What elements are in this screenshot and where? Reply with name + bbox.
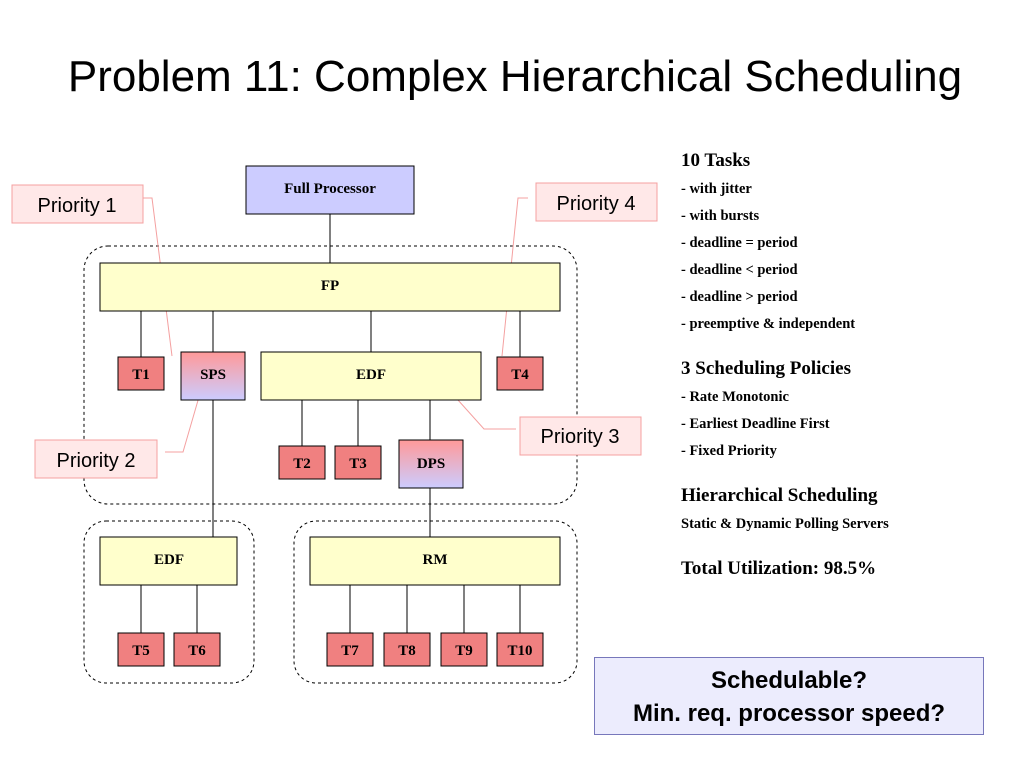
svg-text:Priority 4: Priority 4 — [557, 193, 636, 215]
node-task-t6: T6 — [173, 632, 221, 667]
svg-text:T10: T10 — [507, 643, 532, 659]
svg-text:Full Processor: Full Processor — [284, 181, 376, 197]
svg-text:FP: FP — [321, 278, 339, 294]
svg-text:T9: T9 — [455, 643, 473, 659]
node-server-dps: DPS — [398, 439, 464, 489]
node-task-t8: T8 — [383, 632, 431, 667]
svg-text:SPS: SPS — [200, 367, 226, 383]
svg-text:T7: T7 — [341, 643, 359, 659]
question-line-2: Min. req. processor speed? — [632, 700, 946, 727]
svg-text:DPS: DPS — [417, 456, 445, 472]
priority-label-1: Priority 1 — [11, 184, 144, 224]
node-task-t3: T3 — [334, 445, 382, 480]
policy-item: - Fixed Priority — [681, 443, 777, 459]
node-task-t4: T4 — [496, 356, 544, 391]
svg-text:T1: T1 — [132, 367, 150, 383]
question-line-1: Schedulable? — [710, 667, 868, 694]
priority-label-2: Priority 2 — [34, 439, 158, 479]
svg-text:EDF: EDF — [356, 367, 386, 383]
group-boundary-right — [293, 520, 578, 684]
question-box: Schedulable? Min. req. processor speed? — [594, 657, 984, 735]
hierarchical-heading: Hierarchical Scheduling — [681, 485, 878, 506]
priority-leader-lines — [143, 197, 528, 453]
node-task-t1: T1 — [117, 356, 165, 391]
node-task-t10: T10 — [496, 632, 544, 667]
hierarchical-text: Static & Dynamic Polling Servers — [681, 516, 889, 532]
info-panel: 10 Tasks - with jitter - with bursts - d… — [681, 150, 1001, 584]
policy-item: - Earliest Deadline First — [681, 416, 830, 432]
svg-text:T6: T6 — [188, 643, 206, 659]
node-rm-scheduler: RM — [309, 536, 561, 586]
task-item: - deadline = period — [681, 235, 798, 251]
svg-text:T3: T3 — [349, 456, 367, 472]
task-item: - with bursts — [681, 208, 760, 224]
svg-text:T8: T8 — [398, 643, 416, 659]
node-task-t2: T2 — [278, 445, 326, 480]
node-task-t7: T7 — [326, 632, 374, 667]
svg-text:RM: RM — [423, 552, 448, 568]
svg-text:Priority 2: Priority 2 — [57, 450, 136, 472]
node-server-sps: SPS — [180, 351, 246, 401]
policies-heading: 3 Scheduling Policies — [681, 358, 851, 379]
svg-text:T5: T5 — [132, 643, 150, 659]
group-boundary-left — [83, 520, 255, 684]
task-item: - preemptive & independent — [681, 316, 856, 332]
task-item: - deadline > period — [681, 289, 798, 305]
svg-text:Priority 3: Priority 3 — [541, 426, 620, 448]
page-title: Problem 11: Complex Hierarchical Schedul… — [67, 52, 963, 101]
node-edf-scheduler-top: EDF — [260, 351, 482, 401]
node-edf-scheduler-left: EDF — [99, 536, 238, 586]
node-task-t5: T5 — [117, 632, 165, 667]
svg-text:Priority 1: Priority 1 — [38, 195, 117, 217]
svg-text:EDF: EDF — [154, 552, 184, 568]
tree-connectors — [140, 214, 521, 633]
svg-text:T4: T4 — [511, 367, 529, 383]
policy-item: - Rate Monotonic — [681, 389, 789, 405]
tasks-heading: 10 Tasks — [681, 150, 751, 171]
node-full-processor: Full Processor — [245, 165, 415, 215]
priority-label-3: Priority 3 — [519, 416, 642, 456]
priority-label-4: Priority 4 — [535, 182, 658, 222]
node-task-t9: T9 — [440, 632, 488, 667]
node-fp-scheduler: FP — [99, 262, 561, 312]
total-utilization: Total Utilization: 98.5% — [681, 558, 877, 579]
svg-text:T2: T2 — [293, 456, 311, 472]
task-item: - deadline < period — [681, 262, 798, 278]
task-item: - with jitter — [681, 181, 752, 197]
